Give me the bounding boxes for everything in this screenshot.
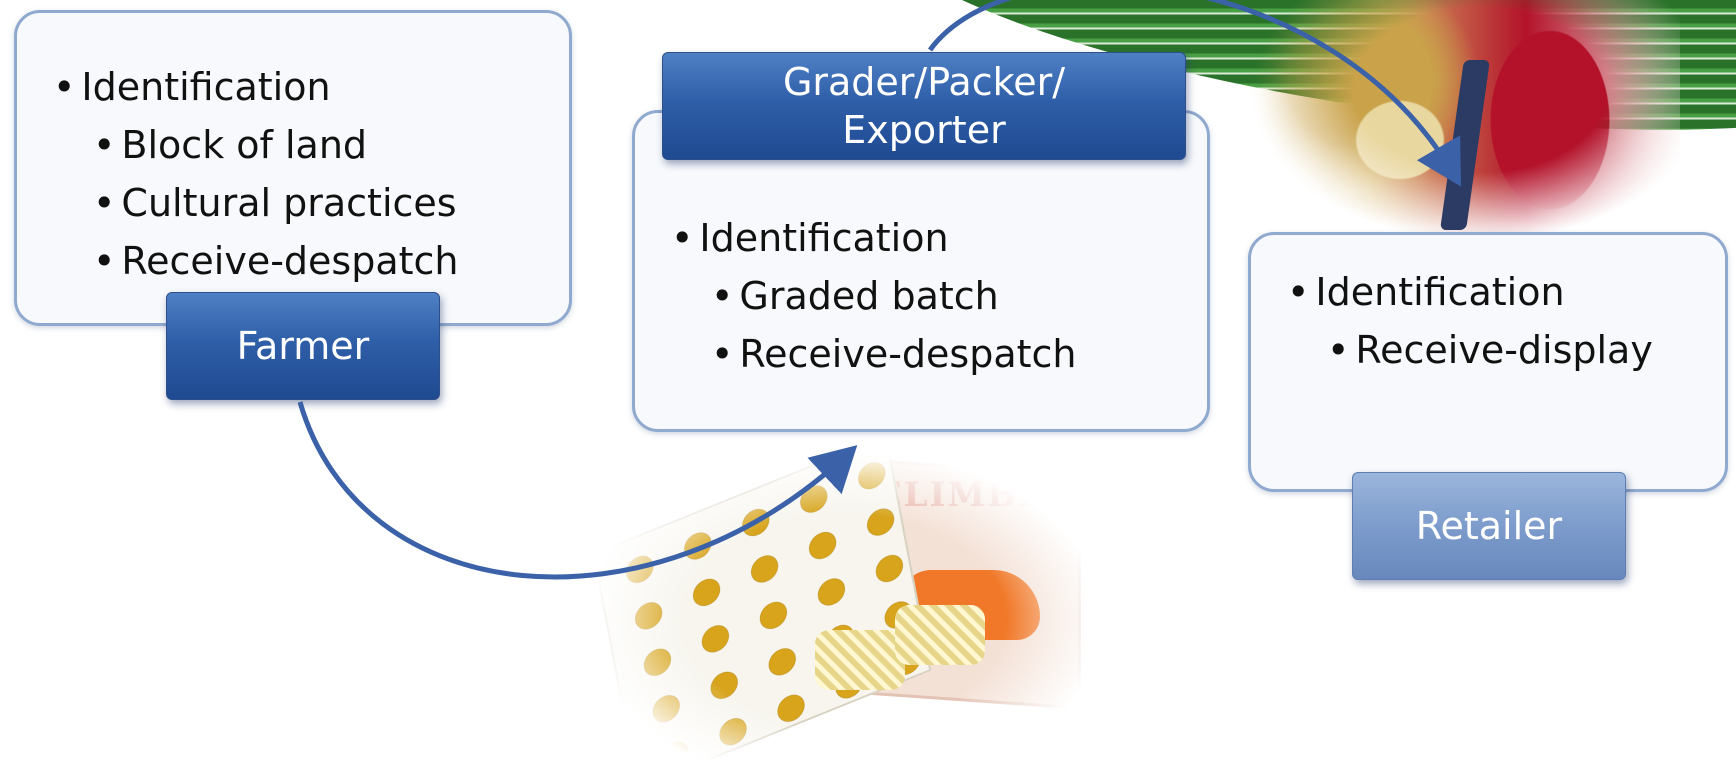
grader-label-line2: Exporter xyxy=(842,108,1006,152)
retailer-item-receive-display: Receive-display xyxy=(1355,328,1653,372)
grader-packer-exporter-label: Grader/Packer/ Exporter xyxy=(662,52,1186,160)
grader-heading: Identification xyxy=(699,216,949,260)
netted-fruit-icon xyxy=(815,630,905,690)
farmer-to-grader-arrow xyxy=(297,401,858,580)
bullet-icon: • xyxy=(671,216,694,260)
grader-sub-item: •Graded batch xyxy=(671,267,1077,325)
bullet-icon: • xyxy=(53,65,76,109)
grader-info-box: •Identification •Graded batch •Receive-d… xyxy=(632,110,1210,432)
farmer-sub-item: •Cultural practices xyxy=(53,174,459,232)
farmer-item-cultural-practices: Cultural practices xyxy=(121,181,457,225)
farmer-sub-item: •Receive-despatch xyxy=(53,232,459,290)
farmer-sub-item: •Block of land xyxy=(53,116,459,174)
retailer-bullet-list: •Identification •Receive-display xyxy=(1287,263,1653,379)
bullet-icon: • xyxy=(93,181,116,225)
bullet-icon: • xyxy=(1327,328,1350,372)
bullet-icon: • xyxy=(711,332,734,376)
retailer-heading-item: •Identification xyxy=(1287,263,1653,321)
farmer-heading-item: •Identification xyxy=(53,58,459,116)
grader-item-receive-despatch: Receive-despatch xyxy=(739,332,1077,376)
farmer-label: Farmer xyxy=(166,292,440,400)
farmer-item-block-of-land: Block of land xyxy=(121,123,368,167)
fruit-box-photo-icon: BELIMBING xyxy=(592,434,1098,764)
grader-heading-item: •Identification xyxy=(671,209,1077,267)
retailer-heading: Identification xyxy=(1315,270,1565,314)
bullet-icon: • xyxy=(93,239,116,283)
bullet-icon: • xyxy=(711,274,734,318)
retailer-label: Retailer xyxy=(1352,472,1626,580)
netted-fruit-icon xyxy=(895,605,985,665)
bullet-icon: • xyxy=(93,123,116,167)
farmer-bullet-list: •Identification •Block of land •Cultural… xyxy=(53,58,459,290)
farmer-heading: Identification xyxy=(81,65,331,109)
farmer-info-box: •Identification •Block of land •Cultural… xyxy=(14,10,572,326)
retailer-info-box: •Identification •Receive-display xyxy=(1248,232,1728,492)
grader-to-retailer-arrow xyxy=(927,0,1462,187)
grader-sub-item: •Receive-despatch xyxy=(671,325,1077,383)
farmer-item-receive-despatch: Receive-despatch xyxy=(121,239,459,283)
retailer-sub-item: •Receive-display xyxy=(1287,321,1653,379)
bullet-icon: • xyxy=(1287,270,1310,314)
grader-label-line1: Grader/Packer/ xyxy=(782,60,1066,104)
grader-item-graded-batch: Graded batch xyxy=(739,274,999,318)
grader-bullet-list: •Identification •Graded batch •Receive-d… xyxy=(671,209,1077,383)
